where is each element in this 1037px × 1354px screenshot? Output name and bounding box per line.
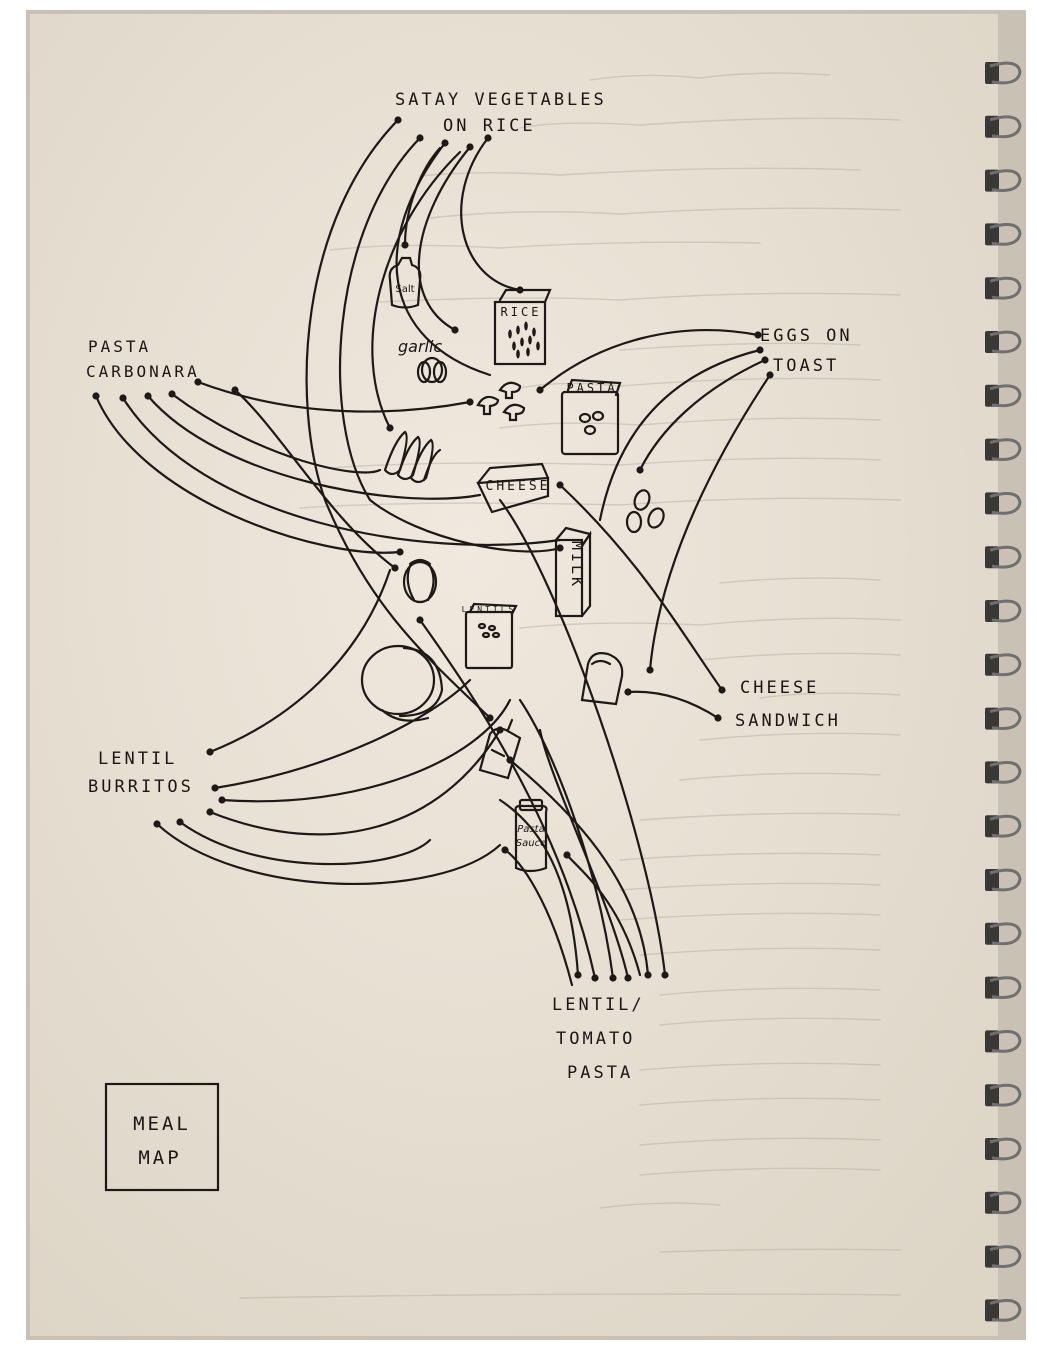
rice-grain — [512, 342, 516, 351]
connection-endpoint-dot — [231, 386, 238, 393]
connection-endpoint-dot — [168, 390, 175, 397]
connection-endpoint-dot — [144, 392, 151, 399]
connection-endpoint-dot — [391, 564, 398, 571]
lentil-pasta-label-line3: PASTA — [567, 1063, 633, 1083]
connection-endpoint-dot — [486, 714, 493, 721]
connection-endpoint-dot — [636, 466, 643, 473]
connection-endpoint-dot — [416, 616, 423, 623]
connection-endpoint-dot — [646, 666, 653, 673]
connection-endpoint-dot — [501, 846, 508, 853]
connection-endpoint-dot — [661, 971, 668, 978]
connection-endpoint-dot — [624, 974, 631, 981]
title-box-line1: MEAL — [133, 1113, 191, 1135]
connection-endpoint-dot — [92, 392, 99, 399]
eggs-label-line2: TOAST — [773, 356, 839, 376]
rice-grain — [536, 342, 540, 351]
connection-endpoint-dot — [536, 386, 543, 393]
rice-grain — [524, 322, 528, 331]
connection-endpoint-dot — [176, 818, 183, 825]
rice-grain — [528, 336, 532, 345]
connection-endpoint-dot — [451, 326, 458, 333]
connection-endpoint-dot — [441, 139, 448, 146]
connection-endpoint-dot — [396, 548, 403, 555]
rice-label: RICE — [501, 305, 542, 319]
burritos-label-line2: BURRITOS — [88, 777, 194, 797]
salt-label: Salt — [395, 284, 414, 295]
milk-label: MILK — [568, 541, 586, 589]
connection-endpoint-dot — [556, 544, 563, 551]
satay-label-line1: SATAY VEGETABLES — [395, 90, 607, 110]
title-box-line2: MAP — [138, 1147, 181, 1169]
connection-endpoint-dot — [416, 134, 423, 141]
rice-grain — [532, 328, 536, 337]
connection-endpoint-dot — [574, 971, 581, 978]
cheese-sandwich-label-line1: CHEESE — [740, 678, 819, 698]
burritos-label-line1: LENTIL — [98, 749, 177, 769]
satay-label-line2: ON RICE — [443, 116, 536, 136]
connection-endpoint-dot — [206, 748, 213, 755]
cheese-sandwich-label-line2: SANDWICH — [735, 711, 841, 731]
rice-grain — [508, 330, 512, 339]
connection-endpoint-dot — [591, 974, 598, 981]
connection-endpoint-dot — [466, 143, 473, 150]
connection-endpoint-dot — [556, 481, 563, 488]
connection-endpoint-dot — [718, 686, 725, 693]
rice-grain — [526, 348, 530, 357]
connection-endpoint-dot — [119, 394, 126, 401]
connection-endpoint-dot — [206, 808, 213, 815]
eggs-label-line1: EGGS ON — [760, 326, 853, 346]
lentil-pasta-label-line2: TOMATO — [556, 1029, 635, 1049]
rice-grain — [520, 338, 524, 347]
connection-endpoint-dot — [211, 784, 218, 791]
cheese-block-label: CHEESE — [486, 479, 551, 494]
carbonara-label-line2: CARBONARA — [86, 362, 200, 381]
pasta-sauce-label-line2: Sauce — [516, 838, 546, 849]
connection-endpoint-dot — [624, 688, 631, 695]
pasta-sauce-label-line1: Pasta — [517, 824, 544, 835]
connection-endpoint-dot — [466, 398, 473, 405]
connection-endpoint-dot — [386, 424, 393, 431]
connection-endpoint-dot — [563, 851, 570, 858]
garlic-label: garlic — [398, 337, 442, 356]
carbonara-label-line1: PASTA — [88, 337, 151, 356]
connection-endpoint-dot — [218, 796, 225, 803]
connection-endpoint-dot — [394, 116, 401, 123]
connection-endpoint-dot — [153, 820, 160, 827]
connection-endpoint-dot — [714, 714, 721, 721]
connection-endpoint-dot — [644, 971, 651, 978]
connection-endpoint-dot — [401, 241, 408, 248]
lentil-pasta-label-line1: LENTIL/ — [552, 995, 645, 1015]
connection-endpoint-dot — [761, 356, 768, 363]
pasta-box-label: PASTA — [566, 381, 617, 395]
rice-grain — [516, 350, 520, 359]
connection-endpoint-dot — [756, 346, 763, 353]
lentils-box-label: LENTILS — [462, 605, 517, 614]
connection-endpoint-dot — [609, 974, 616, 981]
rice-grain — [516, 326, 520, 335]
